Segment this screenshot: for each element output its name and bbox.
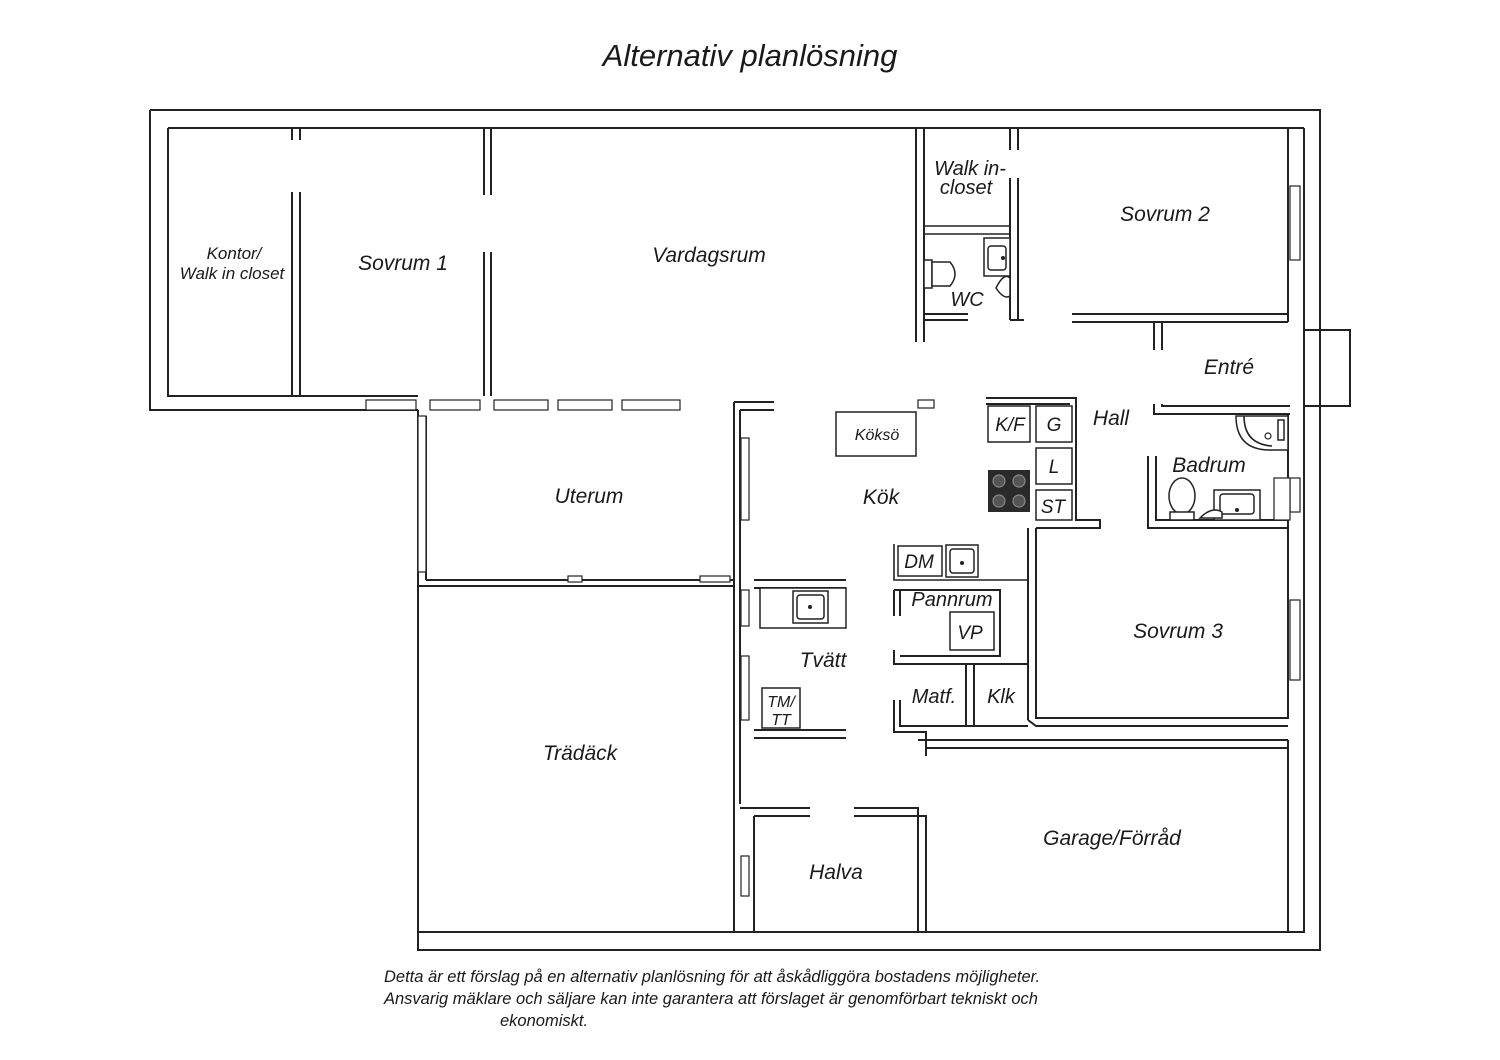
room-label-halva: Halva — [809, 861, 863, 884]
laundry-sink-icon — [759, 587, 847, 629]
outer-walls — [149, 109, 1321, 951]
toilet-icon — [1168, 477, 1196, 521]
fixture-label-tmtt: TT — [771, 712, 792, 729]
sink-icon — [983, 237, 1011, 298]
fixtures — [759, 237, 1289, 729]
washer-dryer — [761, 687, 801, 729]
room-label-kok: Kök — [863, 486, 901, 509]
sink-icon — [1198, 489, 1261, 521]
room-label-badrum: Badrum — [1172, 454, 1246, 477]
fridge-freezer — [987, 405, 1031, 443]
window — [1289, 599, 1301, 681]
room-label-wc: WC — [950, 289, 984, 311]
window — [740, 437, 750, 521]
shower-icon — [1235, 415, 1289, 451]
window — [740, 855, 750, 897]
window — [621, 399, 681, 411]
interior-walls — [291, 128, 1351, 932]
disclaimer-line: Detta är ett förslag på en alternativ pl… — [384, 968, 1041, 986]
window — [699, 575, 731, 583]
window — [740, 589, 750, 627]
room-label-garage: Garage/Förråd — [1043, 827, 1182, 850]
cabinet-g — [1035, 405, 1073, 443]
room-label-walk-in-closet: closet — [940, 177, 994, 199]
window — [429, 399, 481, 411]
cabinet-st — [1035, 489, 1073, 521]
fixture-labels: K/F G L ST DM VP TM/ TT — [767, 415, 1066, 729]
disclaimer-line: Ansvarig mäklare och säljare kan inte ga… — [384, 990, 1038, 1008]
window — [917, 399, 935, 409]
room-label-sovrum-3: Sovrum 3 — [1133, 620, 1223, 643]
room-label-klk: Klk — [987, 686, 1016, 708]
room-label-entre: Entré — [1204, 356, 1254, 379]
room-label-vardagsrum: Vardagsrum — [652, 244, 766, 267]
fixture-label-st: ST — [1041, 497, 1067, 518]
room-label-pannrum: Pannrum — [911, 589, 992, 611]
fixture-label-kf: K/F — [995, 415, 1026, 436]
cabinet-l — [1035, 447, 1073, 485]
room-label-walk-in-closet: Walk in- — [934, 158, 1006, 180]
stove-icon — [988, 470, 1030, 512]
room-label-matf: Matf. — [912, 686, 956, 708]
fixture-label-tmtt: TM/ — [767, 694, 796, 711]
room-label-hall: Hall — [1093, 407, 1131, 430]
toilet-icon — [923, 259, 956, 289]
window — [567, 575, 583, 583]
windows — [365, 185, 1301, 897]
room-label-sovrum-2: Sovrum 2 — [1120, 203, 1210, 226]
window — [1289, 185, 1301, 261]
window — [1289, 477, 1301, 513]
dishwasher — [897, 545, 943, 577]
room-label-tradack: Trädäck — [543, 742, 619, 765]
room-labels: Kontor/ Walk in closet Sovrum 1 Vardagsr… — [180, 158, 1254, 884]
fixture-label-vp: VP — [957, 623, 983, 644]
room-label-kontor: Kontor/ — [207, 244, 264, 263]
window — [1273, 477, 1291, 521]
fixture-label-dm: DM — [904, 552, 934, 573]
window — [417, 415, 427, 573]
room-label-kokso: Köksö — [855, 427, 900, 444]
window — [740, 655, 750, 721]
window — [365, 399, 417, 411]
disclaimer-line: ekonomiskt. — [500, 1012, 589, 1030]
page-title: Alternativ planlösning — [602, 38, 898, 73]
kitchen-island — [835, 411, 917, 457]
fixture-label-l: L — [1049, 457, 1060, 478]
room-label-uterum: Uterum — [555, 485, 624, 508]
heat-pump — [949, 611, 995, 651]
room-label-kontor: Walk in closet — [180, 264, 286, 283]
window — [557, 399, 613, 411]
kitchen-sink-icon — [945, 544, 979, 578]
room-label-tvatt: Tvätt — [800, 649, 848, 672]
room-label-sovrum-1: Sovrum 1 — [358, 252, 448, 275]
disclaimer: Detta är ett förslag på en alternativ pl… — [384, 966, 1124, 1032]
window — [493, 399, 549, 411]
fixture-label-g: G — [1047, 415, 1062, 436]
